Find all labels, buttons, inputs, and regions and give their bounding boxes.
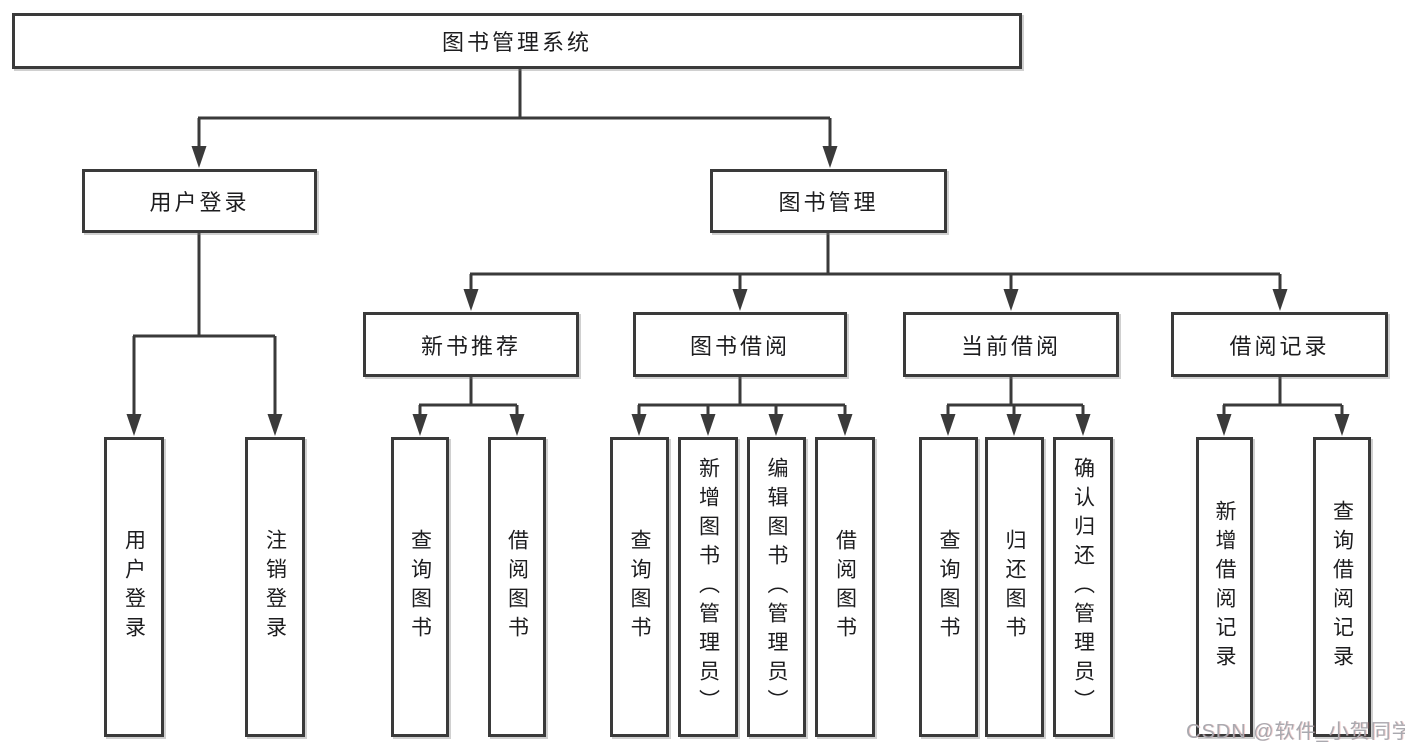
node-root-label: 图书管理系统	[441, 30, 592, 55]
arrowhead	[1334, 414, 1350, 436]
arrowheads	[126, 146, 1350, 436]
arrowhead	[631, 414, 647, 436]
leaf-records-query-record: 查询借阅记录	[1313, 437, 1371, 737]
leaf-newbooks-borrow-books-label: 借阅图书	[505, 529, 529, 645]
arrowhead	[1006, 414, 1022, 436]
leaf-borrowing-add-books-admin: 新增图书（管理员）	[678, 437, 738, 737]
connector-root-to-level2	[197, 68, 832, 152]
leaf-logout-label: 注销登录	[263, 529, 287, 645]
connector-newbooks-to-leaves	[418, 376, 519, 420]
connector-mgmt-to-level3	[469, 232, 1282, 295]
leaf-borrowing-edit-books-admin: 编辑图书（管理员）	[747, 437, 806, 737]
leaf-borrowing-borrow-books: 借阅图书	[815, 437, 875, 737]
node-new-book-recommend-label: 新书推荐	[420, 333, 521, 359]
leaf-borrowing-query-books: 查询图书	[610, 437, 669, 737]
leaf-borrowing-borrow-books-label: 借阅图书	[833, 529, 857, 645]
leaf-newbooks-borrow-books: 借阅图书	[488, 437, 546, 737]
node-book-management: 图书管理	[710, 169, 947, 233]
node-user-login-label: 用户登录	[149, 190, 250, 215]
leaf-newbooks-query-books: 查询图书	[391, 437, 449, 737]
node-new-book-recommend: 新书推荐	[363, 312, 579, 377]
node-book-borrowing-label: 图书借阅	[689, 333, 790, 359]
node-current-borrowing-label: 当前借阅	[960, 333, 1061, 359]
arrowhead	[191, 146, 207, 168]
connector-borrowing-to-leaves	[637, 376, 847, 420]
arrowhead	[463, 289, 479, 311]
node-user-login: 用户登录	[82, 169, 317, 233]
node-book-borrowing: 图书借阅	[633, 312, 847, 377]
leaf-current-confirm-return-admin-label: 确认归还（管理员）	[1071, 456, 1095, 718]
connector-login-to-leaves	[132, 232, 277, 420]
arrowhead	[940, 414, 956, 436]
leaf-records-add-record-label: 新增借阅记录	[1213, 500, 1236, 674]
arrowhead	[1003, 289, 1019, 311]
arrowhead	[126, 414, 142, 436]
node-root-system: 图书管理系统	[12, 13, 1022, 69]
arrowhead	[412, 414, 428, 436]
leaf-newbooks-query-books-label: 查询图书	[408, 529, 432, 645]
node-current-borrowing: 当前借阅	[903, 312, 1119, 377]
leaf-borrowing-query-books-label: 查询图书	[628, 529, 651, 645]
node-borrowing-records-label: 借阅记录	[1229, 333, 1330, 359]
leaf-current-return-books: 归还图书	[985, 437, 1044, 737]
leaf-records-add-record: 新增借阅记录	[1196, 437, 1253, 737]
arrowhead	[1075, 414, 1091, 436]
leaf-borrowing-edit-books-admin-label: 编辑图书（管理员）	[765, 456, 788, 718]
arrowhead	[267, 414, 283, 436]
arrowhead	[822, 146, 838, 168]
arrowhead	[1216, 414, 1232, 436]
connector-current-to-leaves	[946, 376, 1085, 420]
arrowhead	[1272, 289, 1288, 311]
arrowhead	[837, 414, 853, 436]
leaf-user-login-label: 用户登录	[122, 529, 146, 645]
connector-records-to-leaves	[1222, 376, 1344, 420]
leaf-records-query-record-label: 查询借阅记录	[1330, 500, 1354, 674]
arrowhead	[700, 414, 716, 436]
leaf-logout: 注销登录	[245, 437, 305, 737]
node-book-management-label: 图书管理	[778, 190, 879, 215]
csdn-watermark: CSDN @软件_小贺同学	[1186, 721, 1405, 743]
connector-paths	[132, 68, 1344, 420]
leaf-current-query-books: 查询图书	[919, 437, 978, 737]
leaf-current-query-books-label: 查询图书	[937, 529, 960, 645]
leaf-borrowing-add-books-admin-label: 新增图书（管理员）	[696, 456, 720, 718]
arrowhead	[509, 414, 525, 436]
leaf-user-login: 用户登录	[104, 437, 164, 737]
arrowhead	[732, 289, 748, 311]
leaf-current-return-books-label: 归还图书	[1003, 529, 1026, 645]
node-borrowing-records: 借阅记录	[1171, 312, 1388, 377]
arrowhead	[768, 414, 784, 436]
leaf-current-confirm-return-admin: 确认归还（管理员）	[1053, 437, 1113, 737]
